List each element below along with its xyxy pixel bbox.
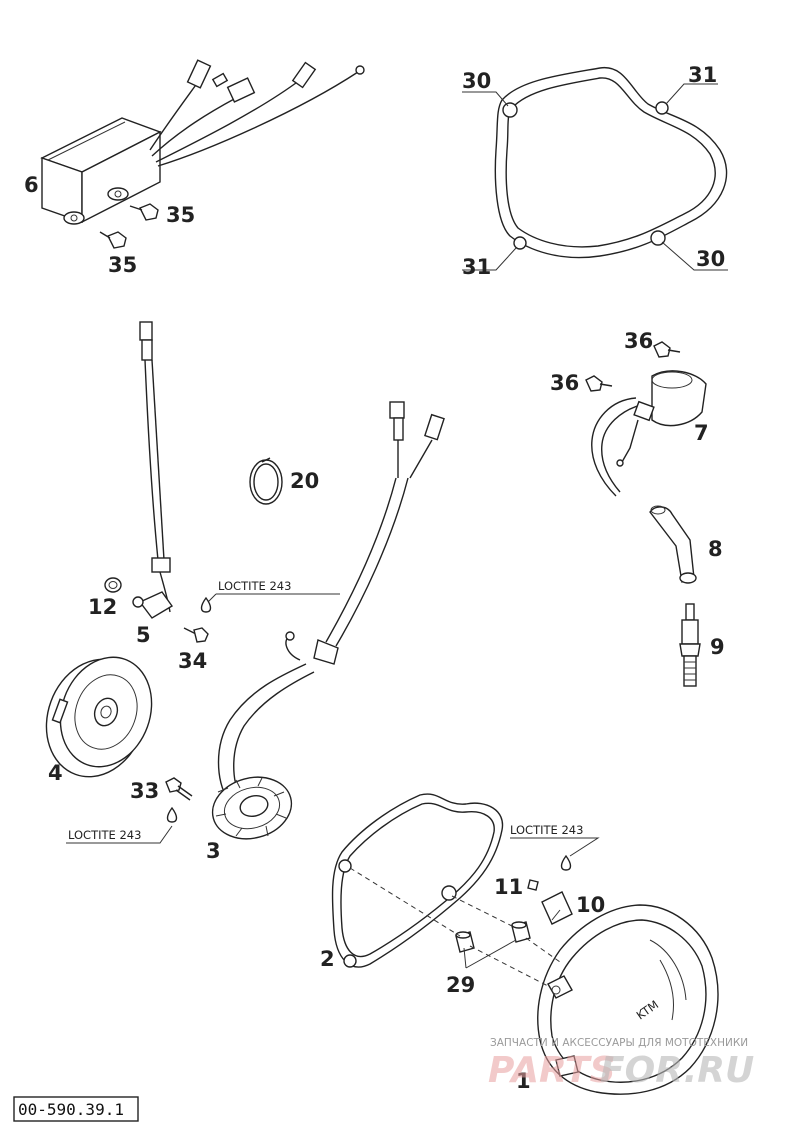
ignition-cover-1-drawing: KTM bbox=[537, 904, 719, 1095]
flywheel-4-drawing bbox=[45, 656, 153, 778]
loctite-note-11: LOCTITE 243 bbox=[510, 823, 583, 837]
callout-36-top: 36 bbox=[624, 329, 653, 353]
alignment-lines bbox=[349, 867, 561, 987]
callout-4: 4 bbox=[48, 761, 63, 785]
plate-10-drawing bbox=[541, 891, 573, 925]
screw-34-drawing bbox=[183, 627, 209, 643]
callout-30-bottom: 30 bbox=[696, 247, 725, 271]
screw-36-drawing bbox=[585, 341, 681, 392]
gasket-2-drawing bbox=[331, 793, 504, 968]
callout-1: 1 bbox=[516, 1069, 531, 1093]
screw-11-drawing bbox=[527, 879, 539, 891]
clamp-20-drawing bbox=[249, 457, 283, 505]
callout-35-top: 35 bbox=[166, 203, 195, 227]
ignition-coil-7-drawing bbox=[591, 370, 707, 497]
callout-5: 5 bbox=[136, 623, 151, 647]
watermark-tagline: ЗАПЧАСТИ И АКСЕССУАРЫ ДЛЯ МОТОТЕХНИКИ bbox=[490, 1037, 748, 1049]
watermark-brand-for: FOR.RU bbox=[600, 1050, 754, 1091]
gasket-30-31-drawing bbox=[494, 67, 728, 259]
spark-plug-9-drawing bbox=[679, 603, 701, 687]
screw-35-drawing bbox=[99, 203, 159, 249]
cdi-unit-drawing bbox=[40, 59, 365, 225]
watermark: ЗАПЧАСТИ И АКСЕССУАРЫ ДЛЯ МОТОТЕХНИКИ PA… bbox=[488, 1037, 754, 1091]
pickup-5-drawing bbox=[132, 321, 174, 619]
callout-31-bottom: 31 bbox=[462, 255, 491, 279]
callout-labels: 6 35 35 30 31 31 30 20 36 36 7 8 9 12 5 … bbox=[24, 63, 725, 1093]
callout-33: 33 bbox=[130, 779, 159, 803]
callout-31-top: 31 bbox=[688, 63, 717, 87]
callout-11: 11 bbox=[494, 875, 523, 899]
reference-box: 00-590.39.1 bbox=[13, 1096, 139, 1122]
callout-3: 3 bbox=[206, 839, 221, 863]
loctite-note-33: LOCTITE 243 bbox=[68, 828, 141, 842]
callout-34: 34 bbox=[178, 649, 207, 673]
callout-2: 2 bbox=[320, 947, 335, 971]
callout-7: 7 bbox=[694, 421, 709, 445]
loctite-drops bbox=[166, 596, 572, 871]
callout-8: 8 bbox=[708, 537, 723, 561]
reference-code: 00-590.39.1 bbox=[18, 1100, 124, 1119]
callout-29: 29 bbox=[446, 973, 475, 997]
sleeves-29-drawing bbox=[455, 921, 531, 953]
callout-30-top: 30 bbox=[462, 69, 491, 93]
callout-10: 10 bbox=[576, 893, 605, 917]
callout-12: 12 bbox=[88, 595, 117, 619]
plug-cap-8-drawing bbox=[649, 505, 697, 584]
callout-36-left: 36 bbox=[550, 371, 579, 395]
callout-35-bottom: 35 bbox=[108, 253, 137, 277]
callout-9: 9 bbox=[710, 635, 725, 659]
stator-3-drawing bbox=[211, 401, 445, 840]
leader-lines bbox=[66, 83, 728, 969]
screw-33-drawing bbox=[165, 777, 193, 801]
nut-12-drawing bbox=[104, 577, 122, 593]
watermark-brand-parts: PARTS bbox=[488, 1050, 616, 1091]
callout-6: 6 bbox=[24, 173, 39, 197]
callout-20: 20 bbox=[290, 469, 319, 493]
loctite-notes: LOCTITE 243 LOCTITE 243 LOCTITE 243 bbox=[68, 579, 583, 842]
loctite-note-5: LOCTITE 243 bbox=[218, 579, 291, 593]
